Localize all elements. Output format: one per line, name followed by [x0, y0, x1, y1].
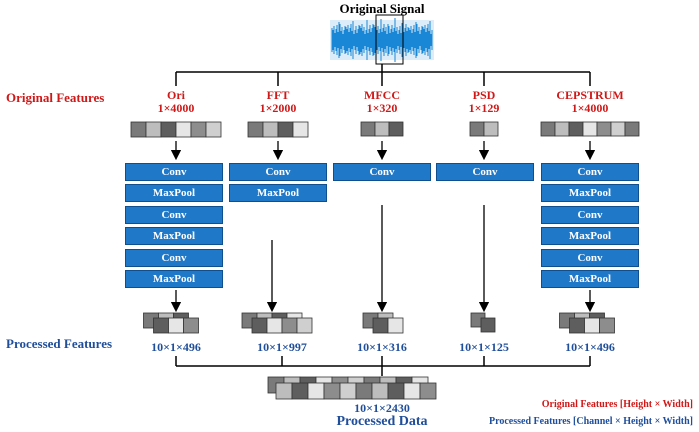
input-cell: [145, 121, 162, 138]
output-cell: [168, 317, 184, 334]
ori-maxpool-1: MaxPool: [125, 184, 223, 202]
fft-output-dim: 10×1×997: [257, 340, 307, 354]
combined-feature-cubes: [267, 376, 437, 400]
ori-output-dim: 10×1×496: [151, 340, 201, 354]
combined-cell: [307, 382, 325, 400]
branch-header-ori: Ori 1×4000: [136, 89, 216, 115]
cepstrum-conv-3: Conv: [541, 249, 639, 267]
bottom-tree: [175, 356, 591, 376]
input-cell: [483, 121, 499, 137]
branch-input-dim: 1×2000: [259, 101, 297, 115]
ori-conv-2: Conv: [125, 206, 223, 224]
input-cell: [388, 121, 404, 137]
branch-header-cepstrum: CEPSTRUM 1×4000: [540, 89, 640, 115]
branch-name: PSD: [472, 88, 496, 102]
combined-cell: [419, 382, 437, 400]
combined-cell: [323, 382, 341, 400]
legend-original: Original Features [Height × Width]: [541, 399, 693, 410]
mfcc-output-dim: 10×1×316: [357, 340, 407, 354]
processed-data-label: Processed Data: [336, 414, 428, 429]
signal-waveform: [330, 14, 434, 65]
ori-conv-1: Conv: [125, 163, 223, 181]
output-arrows: [170, 205, 596, 313]
output-cell: [281, 317, 298, 334]
psd-output-dim: 10×1×125: [459, 340, 509, 354]
input-cell: [568, 121, 584, 137]
output-cell: [296, 317, 313, 334]
output-cell: [599, 317, 615, 334]
input-cell: [247, 121, 264, 138]
legend-processed: Processed Features [Channel × Height × W…: [489, 416, 693, 427]
branch-name: MFCC: [364, 88, 400, 102]
processed-features-label: Processed Features: [6, 336, 113, 351]
input-cell: [469, 121, 485, 137]
fft-conv-1: Conv: [229, 163, 327, 181]
output-cell: [569, 317, 585, 334]
original-features-label: Original Features: [6, 90, 105, 105]
branch-header-mfcc: MFCC 1×320: [342, 89, 422, 115]
input-cell: [540, 121, 556, 137]
branch-input-dim: 1×4000: [157, 101, 195, 115]
combined-cell: [387, 382, 405, 400]
diagram-title: Original Signal: [339, 1, 425, 16]
fft-maxpool-1: MaxPool: [229, 184, 327, 202]
ori-conv-3: Conv: [125, 249, 223, 267]
output-cell: [251, 317, 268, 334]
output-cell: [480, 317, 496, 333]
input-cell: [160, 121, 177, 138]
combined-cell: [371, 382, 389, 400]
output-cell: [266, 317, 283, 334]
branch-name: Ori: [167, 88, 185, 102]
input-cell: [374, 121, 390, 137]
input-cell: [190, 121, 207, 138]
branch-header-fft: FFT 1×2000: [238, 89, 318, 115]
input-cell: [360, 121, 376, 137]
input-cell: [624, 121, 640, 137]
mfcc-conv-1: Conv: [333, 163, 431, 181]
output-cell: [372, 317, 389, 334]
psd-conv-1: Conv: [436, 163, 534, 181]
combined-cell: [275, 382, 293, 400]
input-arrows: [170, 141, 596, 161]
cepstrum-maxpool-3: MaxPool: [541, 270, 639, 288]
input-cell: [130, 121, 147, 138]
output-cell: [387, 317, 404, 334]
combined-cell: [339, 382, 357, 400]
combined-cell: [291, 382, 309, 400]
branch-input-dim: 1×129: [468, 101, 500, 115]
input-cell: [262, 121, 279, 138]
ori-maxpool-3: MaxPool: [125, 270, 223, 288]
top-tree: [175, 64, 591, 86]
input-cell: [205, 121, 222, 138]
branch-name: CEPSTRUM: [556, 88, 624, 102]
branch-name: FFT: [266, 88, 290, 102]
combined-cell: [355, 382, 373, 400]
output-cell: [183, 317, 199, 334]
cepstrum-conv-1: Conv: [541, 163, 639, 181]
input-feature-cubes: [130, 121, 640, 138]
input-cell: [175, 121, 192, 138]
input-cell: [554, 121, 570, 137]
cepstrum-conv-2: Conv: [541, 206, 639, 224]
output-feature-cubes: [143, 312, 615, 334]
input-cell: [596, 121, 612, 137]
cepstrum-maxpool-1: MaxPool: [541, 184, 639, 202]
input-cell: [292, 121, 309, 138]
branch-input-dim: 1×4000: [571, 101, 609, 115]
input-cell: [582, 121, 598, 137]
branch-header-psd: PSD 1×129: [444, 89, 524, 115]
input-cell: [277, 121, 294, 138]
combined-cell: [403, 382, 421, 400]
cepstrum-maxpool-2: MaxPool: [541, 227, 639, 245]
output-cell: [584, 317, 600, 334]
input-cell: [610, 121, 626, 137]
combined-dim: 10×1×2430: [354, 401, 410, 415]
cepstrum-output-dim: 10×1×496: [565, 340, 615, 354]
ori-maxpool-2: MaxPool: [125, 227, 223, 245]
branch-input-dim: 1×320: [366, 101, 398, 115]
output-cell: [153, 317, 169, 334]
